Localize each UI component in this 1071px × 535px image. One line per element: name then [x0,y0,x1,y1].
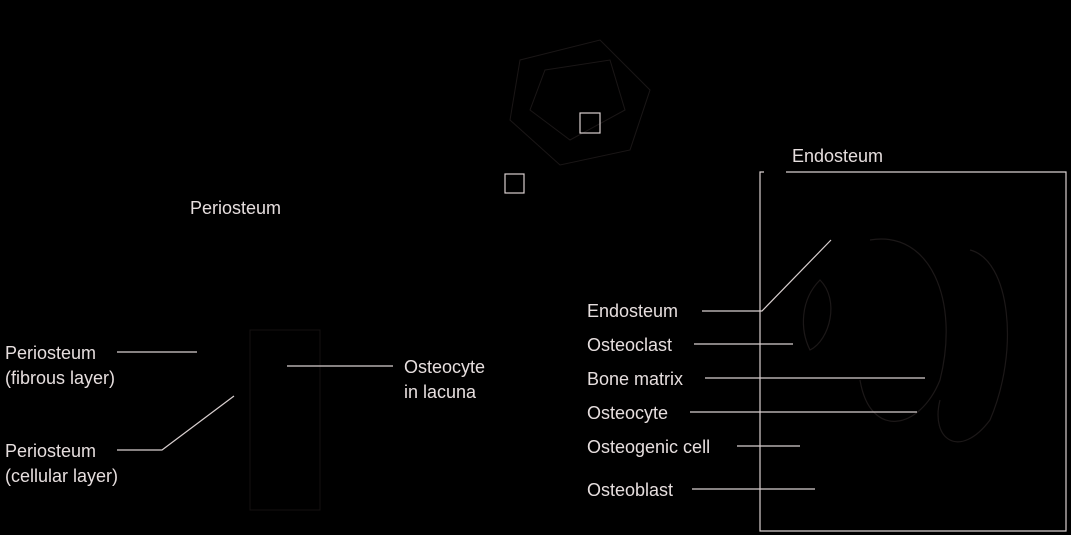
label-endosteum: Endosteum [587,301,679,321]
label-periosteum-cellular-line2: (cellular layer) [5,466,119,486]
bone-section-shape [509,39,651,166]
inset-marker-upper [579,112,601,134]
leader-periosteum-cellular [117,395,235,451]
label-osteoblast: Osteoblast [587,480,674,500]
endosteum-box [759,171,1067,532]
inset-marker-lower [504,173,525,194]
label-osteoclast: Osteoclast [587,335,673,355]
periosteum-title: Periosteum [190,198,282,218]
periosteum-tissue [249,329,321,511]
endosteum-tissue [802,238,1009,443]
label-periosteum-fibrous: Periosteum (fibrous layer) [5,342,115,389]
label-osteocyte-lacuna-line2: in lacuna [404,382,477,402]
leader-endosteum [702,239,832,312]
label-bone-matrix: Bone matrix [587,369,684,389]
label-periosteum-fibrous-line2: (fibrous layer) [5,368,116,388]
label-periosteum-cellular-line1: Periosteum [5,441,97,461]
label-periosteum-fibrous-line1: Periosteum [5,343,97,363]
label-osteogenic-cell: Osteogenic cell [587,437,711,457]
label-osteocyte-lacuna-line1: Osteocyte [404,357,486,377]
endosteum-title: Endosteum [792,146,884,166]
label-osteocyte: Osteocyte [587,403,669,423]
label-osteocyte-lacuna: Osteocyte in lacuna [404,356,485,403]
label-periosteum-cellular: Periosteum (cellular layer) [5,440,118,487]
